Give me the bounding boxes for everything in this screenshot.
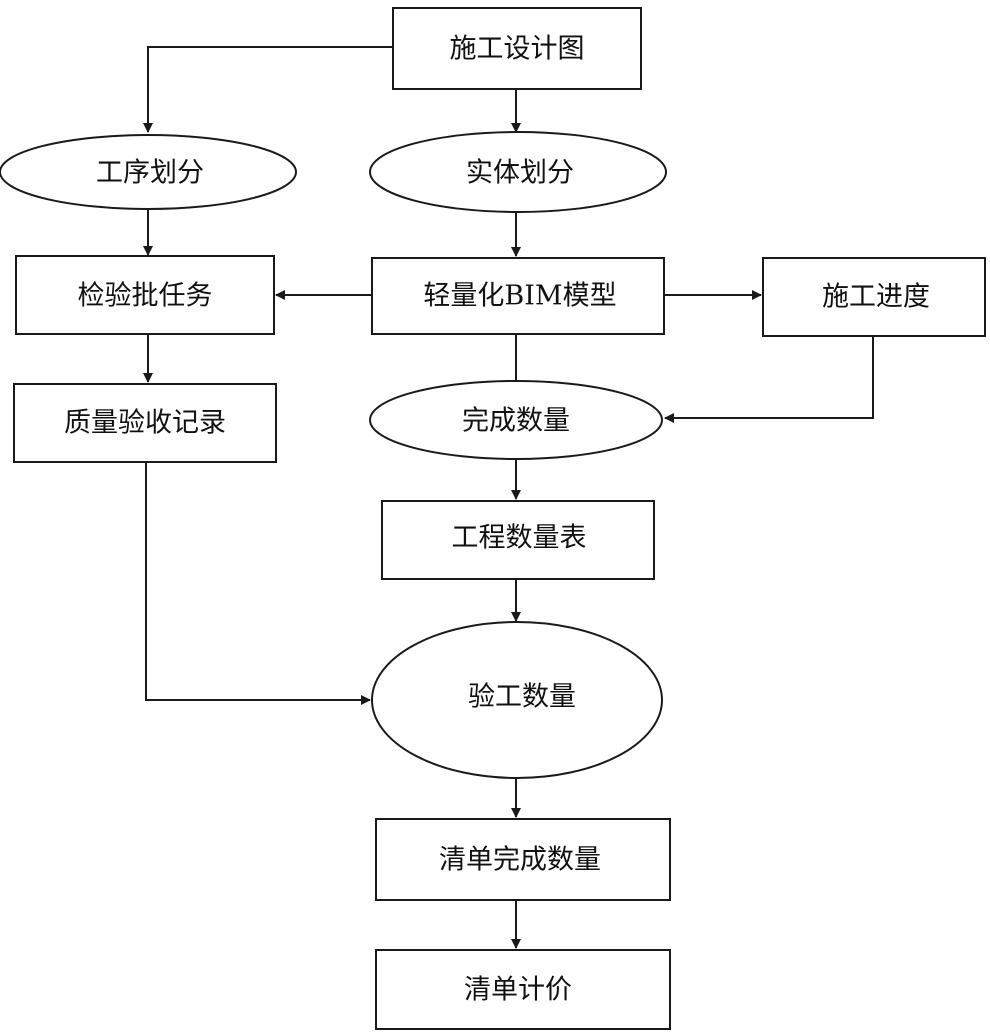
edge-progress-to-completed xyxy=(664,336,874,423)
node-bill-pricing: 清单计价 xyxy=(375,949,671,1030)
node-engineering-quantity-table: 工程数量表 xyxy=(381,500,655,580)
node-completed-quantity-label: 完成数量 xyxy=(462,406,570,437)
node-design-drawing: 施工设计图 xyxy=(392,7,642,90)
node-completed-quantity: 完成数量 xyxy=(369,380,663,460)
node-process-division: 工序划分 xyxy=(0,134,297,210)
node-construction-progress-label: 施工进度 xyxy=(822,282,930,313)
node-design-drawing-label: 施工设计图 xyxy=(450,34,585,65)
node-accepted-quantity: 验工数量 xyxy=(371,621,663,779)
node-lightweight-bim-model-label: 轻量化BIM模型 xyxy=(423,281,616,312)
node-bill-completed-quantity: 清单完成数量 xyxy=(375,818,671,901)
node-quality-acceptance-record: 质量验收记录 xyxy=(13,383,277,463)
node-construction-progress: 施工进度 xyxy=(762,257,986,337)
node-bill-completed-quantity-label: 清单完成数量 xyxy=(439,845,601,876)
node-quality-acceptance-record-label: 质量验收记录 xyxy=(64,408,226,439)
node-lightweight-bim-model: 轻量化BIM模型 xyxy=(371,257,665,335)
edge-design-to-process xyxy=(143,46,393,133)
node-process-division-label: 工序划分 xyxy=(96,158,204,189)
edge-record-to-accepted xyxy=(145,462,371,705)
node-entity-division-label: 实体划分 xyxy=(466,158,574,189)
node-inspection-lot-task-label: 检验批任务 xyxy=(78,281,213,312)
node-accepted-quantity-label: 验工数量 xyxy=(468,682,576,713)
node-engineering-quantity-table-label: 工程数量表 xyxy=(452,523,587,554)
node-entity-division: 实体划分 xyxy=(369,131,667,213)
node-bill-pricing-label: 清单计价 xyxy=(464,975,572,1006)
node-inspection-lot-task: 检验批任务 xyxy=(15,255,275,335)
